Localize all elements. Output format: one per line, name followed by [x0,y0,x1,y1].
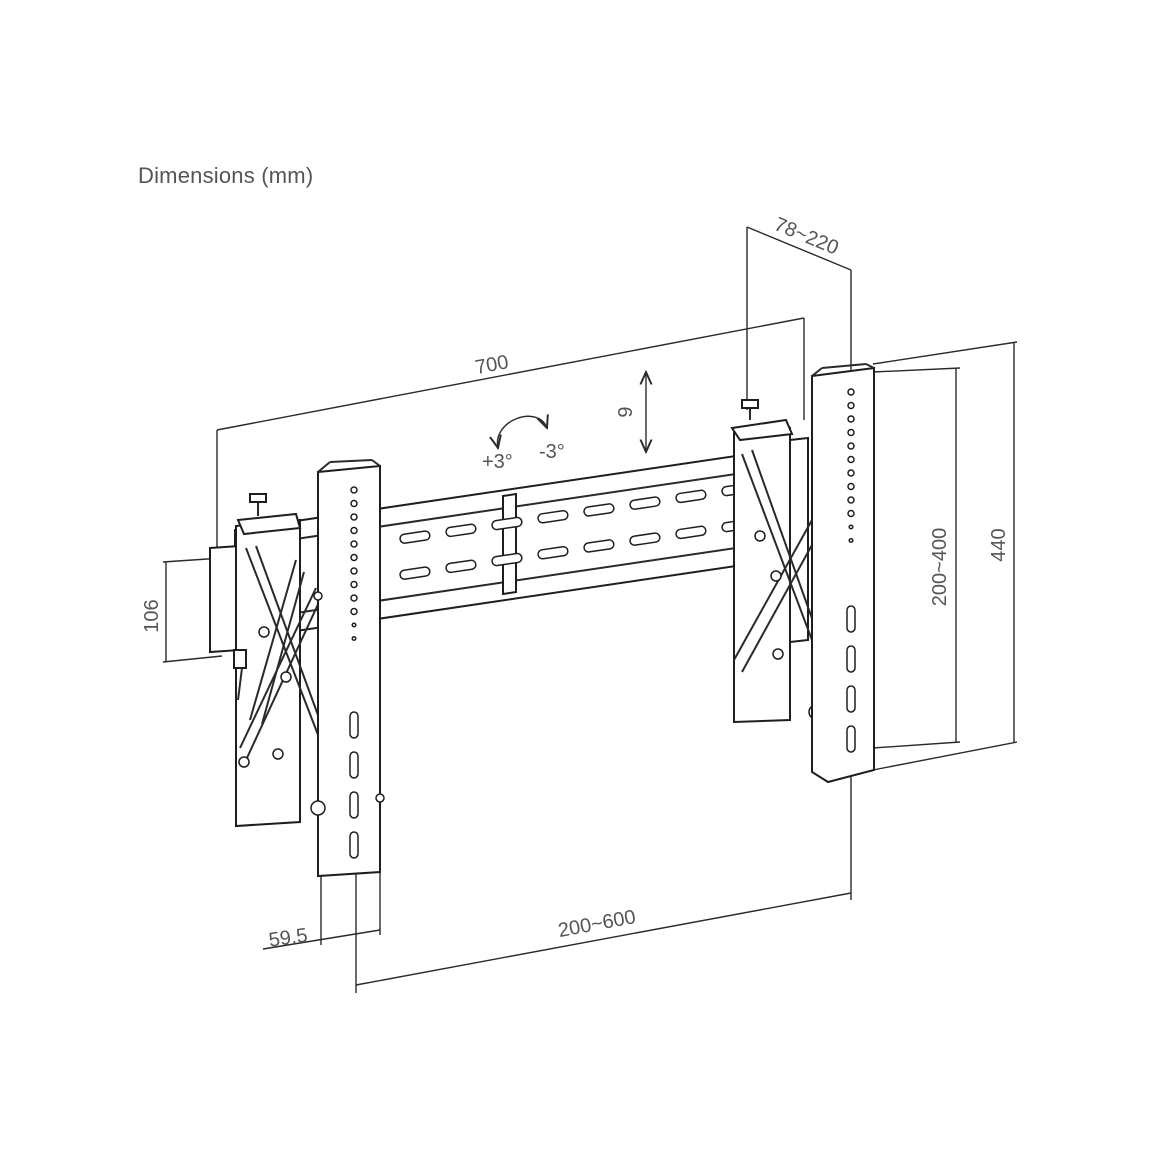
left-vertical-bracket [310,459,385,878]
adjust-slot [846,725,856,753]
rail-slot [537,509,569,524]
rail-slot [445,523,477,538]
tilt-indicator: +3° -3° [482,416,565,473]
adjust-slot [349,791,359,819]
dimension-vertical-200-400: 200~400 [872,367,961,749]
mounting-hole [350,513,358,521]
mounting-hole [351,622,357,628]
mounting-hole [847,469,855,477]
mounting-hole [350,553,358,562]
dimension-arm-59-5: 59.5 [262,870,381,952]
right-vertical-bracket [811,363,875,784]
rail-slot [629,496,661,510]
rail-slot [399,566,431,580]
label-vertical-range: 200~400 [929,528,951,606]
rail-slot [491,516,523,531]
label-arm-width: 59.5 [267,924,309,951]
label-depth: 78~220 [771,213,842,259]
label-tilt-down: -3° [539,441,565,463]
rail-slot [629,532,661,546]
adjust-slot [349,711,359,739]
rail-slot [491,552,523,567]
rail-slot [583,503,615,517]
mounting-hole [847,442,855,450]
dimension-horizontal-200-600: 200~600 [355,870,852,993]
mounting-hole [350,540,358,548]
rail-slot [675,525,707,540]
adjust-slot [349,831,359,859]
mounting-hole [847,482,855,491]
mounting-hole [847,415,855,423]
label-horizontal-range: 200~600 [556,906,637,942]
mounting-hole [351,635,357,642]
label-height-440: 440 [988,528,1010,561]
mounting-hole [848,524,854,530]
mounting-hole [847,509,855,518]
dimension-height-440: 440 [872,341,1018,771]
mounting-hole [350,486,358,494]
mounting-hole [350,567,358,575]
right-arm-assembly [730,399,825,724]
rail-slot [537,545,569,560]
adjust-slot [846,685,856,713]
mounting-hole [350,607,358,616]
adjust-slot [846,645,856,673]
mounting-hole [350,499,358,508]
dimension-vertical-adjust-9: 9 [615,372,646,452]
mounting-hole [350,526,358,535]
mounting-hole [847,388,855,396]
diagram-title: Dimensions (mm) [138,163,314,188]
mounting-hole [847,455,855,464]
adjust-slot [846,605,856,633]
rail-slot [675,489,707,504]
mounting-hole [350,594,358,602]
mounting-hole [847,428,855,437]
adjust-slot [349,751,359,779]
mounting-hole [847,496,855,504]
mounting-hole [847,401,855,410]
mounting-hole [848,537,854,544]
label-vertical-adjust: 9 [615,406,637,417]
rail-slot [445,559,477,574]
left-bracket-holes [349,486,359,859]
left-arm-assembly [209,493,323,828]
right-bracket-holes [846,388,856,753]
rail-slot [399,530,431,544]
rail-slot [583,539,615,553]
label-tilt-up: +3° [482,451,513,473]
label-rail-106: 106 [141,599,163,632]
mounting-hole [350,580,358,589]
